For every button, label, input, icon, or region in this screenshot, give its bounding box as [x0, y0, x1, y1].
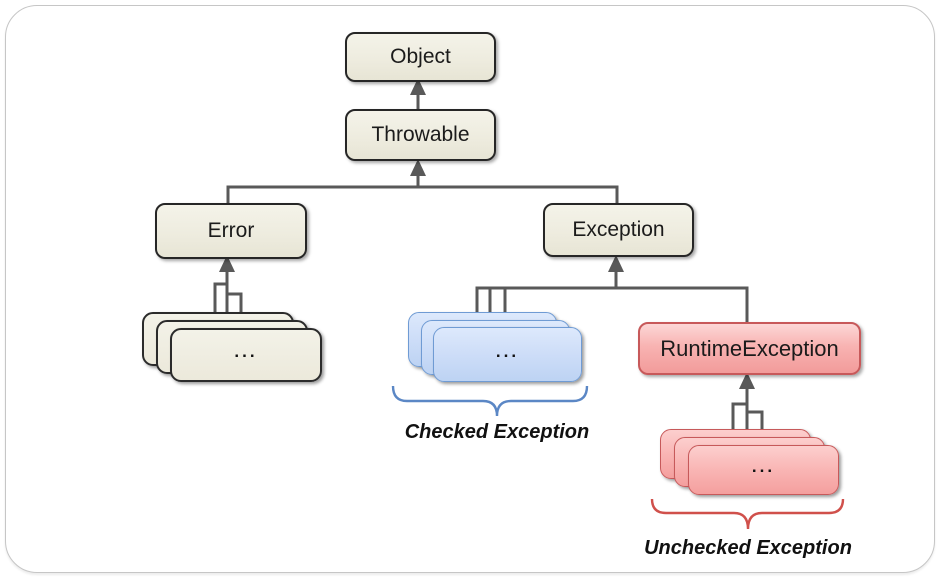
ellipsis-label: ...	[751, 457, 776, 476]
connector-exception-fork	[475, 286, 749, 323]
node-throwable: Throwable	[345, 109, 496, 161]
arrowhead-into-throwable	[410, 159, 426, 176]
arrowhead-into-exception	[608, 255, 624, 272]
connector-fork-error-exception	[226, 185, 619, 204]
connector-error-stack-left	[213, 282, 227, 315]
node-object-label: Object	[390, 45, 451, 68]
checked-exception-label: Checked Exception	[404, 421, 590, 443]
unchecked-exception-label: Unchecked Exception	[644, 537, 852, 559]
node-exception-label: Exception	[572, 218, 665, 241]
arrowhead-into-runtime-exception	[739, 372, 755, 389]
node-exception: Exception	[543, 203, 694, 257]
node-runtime-exception-label: RuntimeException	[660, 335, 839, 361]
node-error-label: Error	[207, 219, 255, 242]
unchecked-brace	[650, 498, 845, 530]
stack-card-front: ...	[433, 327, 582, 382]
stack-card-front: ...	[170, 328, 322, 382]
ellipsis-label: ...	[495, 341, 520, 361]
checked-brace	[391, 385, 589, 417]
ellipsis-label: ...	[234, 342, 258, 361]
arrowheads	[219, 78, 755, 389]
arrowhead-into-object	[410, 78, 426, 95]
arrowhead-into-error	[219, 255, 235, 272]
node-error: Error	[155, 203, 307, 259]
stack-card-front: ...	[688, 445, 839, 495]
connector-runtime-stack-left	[731, 402, 747, 431]
node-throwable-label: Throwable	[371, 123, 470, 146]
node-runtime-exception: RuntimeException	[638, 322, 861, 375]
node-object: Object	[345, 32, 496, 82]
